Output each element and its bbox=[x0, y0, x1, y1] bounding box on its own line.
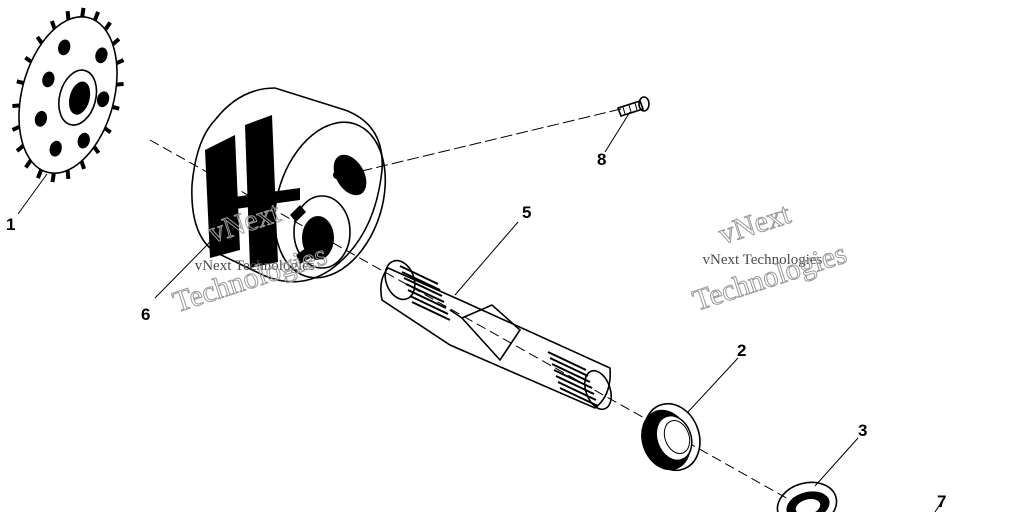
shaft-spline bbox=[409, 295, 449, 315]
shaft-spline bbox=[549, 357, 589, 377]
watermark-right-line3: Technologies bbox=[689, 237, 851, 318]
shaft-spline bbox=[399, 265, 439, 285]
leader-line-2 bbox=[687, 357, 739, 413]
sprocket-tooth bbox=[103, 21, 112, 31]
sprocket-tooth bbox=[50, 172, 56, 183]
sprocket-tooth bbox=[111, 37, 121, 46]
leader-line-1 bbox=[17, 173, 48, 215]
callout-6: 6 bbox=[141, 305, 150, 324]
sprocket-tooth bbox=[92, 145, 101, 155]
sprocket-tooth bbox=[65, 170, 71, 180]
shaft-spline bbox=[403, 277, 443, 297]
sprocket-part bbox=[11, 7, 125, 183]
sprocket-teeth bbox=[11, 7, 125, 183]
pump-body-part bbox=[191, 87, 387, 283]
shaft-spline bbox=[405, 283, 445, 303]
sprocket-tooth bbox=[92, 11, 100, 21]
sprocket-tooth bbox=[16, 79, 25, 86]
sprocket-tooth bbox=[35, 35, 44, 45]
callout-3: 3 bbox=[858, 421, 867, 440]
watermark-left: vNext vNext Technologies Technologies bbox=[168, 195, 331, 320]
bolt-part bbox=[616, 96, 650, 117]
watermark-right-line2: vNext Technologies bbox=[702, 252, 822, 268]
sprocket-tooth bbox=[36, 169, 44, 179]
sprocket-tooth bbox=[11, 124, 21, 132]
sprocket-tooth bbox=[65, 10, 71, 20]
watermark-right: vNext vNext Technologies Technologies bbox=[688, 197, 851, 318]
shaft-spline bbox=[557, 381, 597, 401]
sprocket-tooth bbox=[80, 7, 86, 18]
sprocket-tooth bbox=[79, 160, 87, 170]
callout-8: 8 bbox=[597, 150, 606, 169]
leader-line-8 bbox=[604, 111, 631, 153]
sprocket-tooth bbox=[15, 144, 25, 153]
sprocket-tooth bbox=[24, 55, 33, 64]
shaft-spline bbox=[411, 301, 451, 321]
shaft-spline bbox=[547, 351, 587, 371]
sprocket-tooth bbox=[115, 58, 125, 66]
shaft-spline bbox=[555, 375, 595, 395]
sprocket-tooth bbox=[49, 20, 57, 30]
callout-5: 5 bbox=[522, 203, 531, 222]
sprocket-tooth bbox=[116, 81, 124, 87]
bolt-axis-line bbox=[344, 107, 626, 176]
callout-2: 2 bbox=[737, 341, 746, 360]
watermark-left-line2: vNext Technologies bbox=[195, 258, 315, 274]
bearing-part bbox=[641, 402, 701, 472]
leader-line-5 bbox=[454, 221, 519, 296]
shaft-splines-rear bbox=[547, 351, 599, 407]
callout-1: 1 bbox=[6, 215, 15, 234]
sprocket-tooth bbox=[12, 103, 20, 109]
shaft-spline bbox=[407, 289, 447, 309]
watermark-right-line1: vNext bbox=[715, 197, 796, 251]
sprocket-tooth bbox=[111, 104, 120, 111]
leader-line-7 bbox=[934, 499, 944, 512]
shaft-spline bbox=[553, 369, 593, 389]
shaft-spline bbox=[401, 271, 441, 291]
shaft-part bbox=[380, 259, 612, 411]
sprocket-tooth bbox=[24, 159, 33, 169]
callout-7: 7 bbox=[937, 492, 946, 511]
shaft-spline bbox=[559, 387, 599, 407]
leader-line-3 bbox=[814, 437, 859, 487]
sprocket-tooth bbox=[103, 126, 112, 135]
leader-line-6 bbox=[154, 239, 213, 299]
shaft-spline bbox=[551, 363, 591, 383]
shaft-splines-front bbox=[399, 265, 451, 321]
seal-part bbox=[776, 481, 838, 512]
center-axis-line bbox=[149, 139, 791, 501]
